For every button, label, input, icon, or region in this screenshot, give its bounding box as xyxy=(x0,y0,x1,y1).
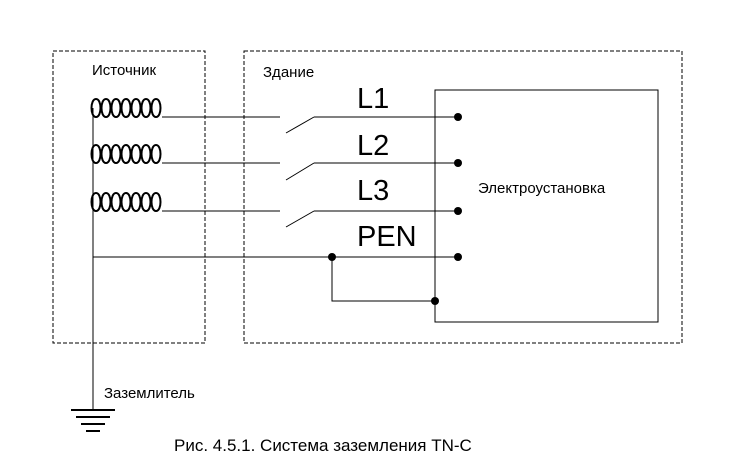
chassis-junction xyxy=(431,297,439,305)
coil-l3 xyxy=(90,191,162,212)
label-l3: L3 xyxy=(357,175,389,207)
l1-switch xyxy=(285,116,315,134)
label-l1: L1 xyxy=(357,83,389,115)
building-box xyxy=(243,50,683,344)
earth-icon xyxy=(71,409,115,432)
source-box xyxy=(52,50,206,344)
l3-switch xyxy=(285,210,315,228)
label-l2: L2 xyxy=(357,130,389,162)
pen-terminal xyxy=(454,253,462,261)
l2-switch xyxy=(285,162,315,181)
coil-l2 xyxy=(90,143,162,164)
source-label: Источник xyxy=(92,62,156,79)
installation-label: Электроустановка xyxy=(478,180,606,197)
building-label: Здание xyxy=(263,64,314,81)
l3-terminal xyxy=(454,207,462,215)
l2-terminal xyxy=(454,159,462,167)
figure-caption: Рис. 4.5.1. Система заземления TN-C xyxy=(174,436,472,455)
earth-label: Заземлитель xyxy=(104,385,195,402)
coil-l1 xyxy=(90,97,162,118)
label-pen: PEN xyxy=(357,221,417,253)
installation-box xyxy=(434,89,659,323)
l1-terminal xyxy=(454,113,462,121)
pen-to-chassis xyxy=(331,257,435,302)
